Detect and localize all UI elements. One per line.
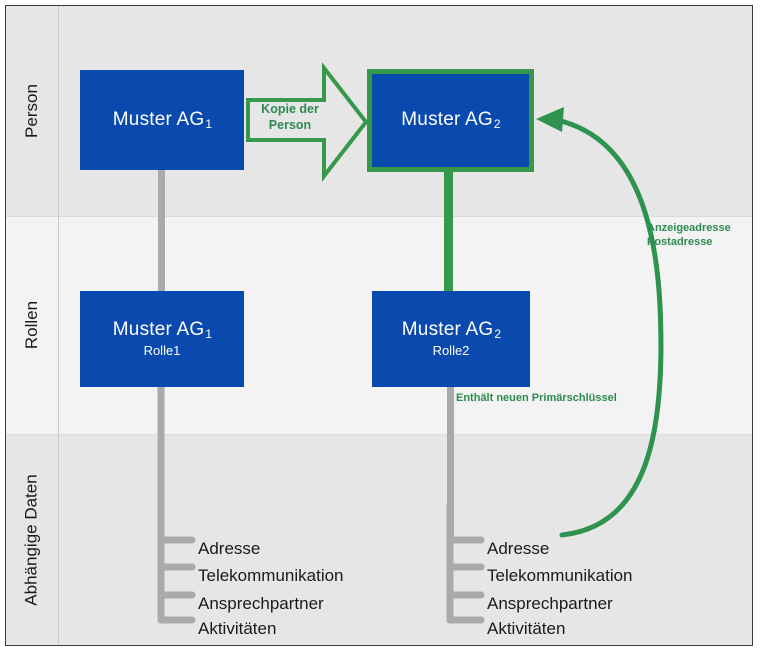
band-divider-1: [6, 216, 752, 217]
entity-box-rolle-1[interactable]: Muster AG1 Rolle1: [80, 291, 244, 387]
band-label-dependent-data: Abhängige Daten: [6, 434, 58, 645]
dependent-data-left-item: Aktivitäten: [198, 619, 277, 638]
band-label-person: Person: [6, 6, 58, 216]
dependent-data-right-item: Adresse: [487, 539, 550, 558]
band-dependent-data: [6, 434, 752, 645]
entity-box-person-2-title: Muster AG2: [401, 109, 501, 132]
dependent-data-left-item: Adresse: [198, 539, 261, 558]
annotation-copy-person: Kopie der Person: [261, 102, 319, 132]
band-label-person-text: Person: [22, 84, 41, 138]
entity-box-rolle-1-title: Muster AG1: [112, 318, 213, 341]
entity-box-rolle-2-title: Muster AG2: [401, 318, 502, 341]
connector-person1-to-rolle1: [158, 169, 165, 293]
band-label-rollen-text: Rollen: [21, 300, 41, 350]
connector-rolle2-to-data: [447, 387, 454, 535]
entity-box-rolle-2-role: Rolle2: [432, 343, 470, 359]
entity-box-person-2[interactable]: Muster AG2: [367, 69, 534, 172]
connector-person2-to-rolle2: [444, 170, 453, 293]
band-label-dependent-data-text: Abhängige Daten: [22, 474, 42, 606]
entity-box-person-1-title: Muster AG1: [112, 108, 213, 131]
gutter-divider: [58, 6, 59, 645]
annotation-addresses: Anzeigeadresse Postadresse: [647, 222, 731, 250]
annotation-addresses-line-1: Anzeigeadresse: [647, 222, 731, 234]
dependent-data-left-item: Telekommunikation: [198, 566, 344, 585]
entity-box-rolle-1-role: Rolle1: [143, 343, 181, 359]
band-label-rollen: Rollen: [6, 216, 58, 434]
dependent-data-right-item: Aktivitäten: [487, 619, 566, 638]
process-diagram: Person Rollen Abhängige Daten: [5, 5, 753, 646]
dependent-data-right-item: Ansprechpartner: [487, 594, 613, 613]
band-divider-2: [6, 434, 752, 435]
annotation-addresses-line-2: Postadresse: [647, 235, 713, 248]
entity-box-person-1[interactable]: Muster AG1: [80, 70, 244, 170]
dependent-data-right-item: Telekommunikation: [487, 566, 633, 585]
annotation-primary-key: Enthält neuen Primärschlüssel: [456, 392, 617, 404]
entity-box-rolle-2[interactable]: Muster AG2 Rolle2: [372, 291, 530, 387]
dependent-data-left-item: Ansprechpartner: [198, 594, 324, 613]
